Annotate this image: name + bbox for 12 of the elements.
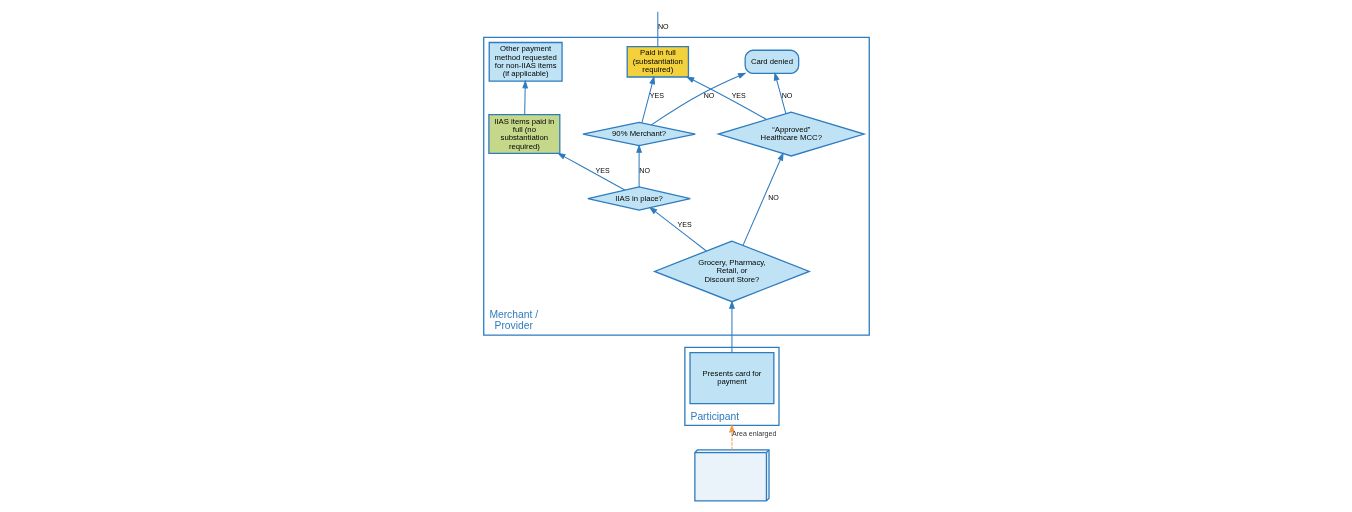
connector [656,11,658,48]
arrow [742,152,784,246]
arrow [556,152,625,191]
arrow [650,72,746,126]
arrow [728,300,735,353]
arrow [635,144,642,188]
arrow [773,72,786,115]
arrow [648,206,707,252]
arrow [728,423,735,451]
arrow [685,76,767,120]
arrow [521,79,528,116]
arrow [640,75,655,124]
